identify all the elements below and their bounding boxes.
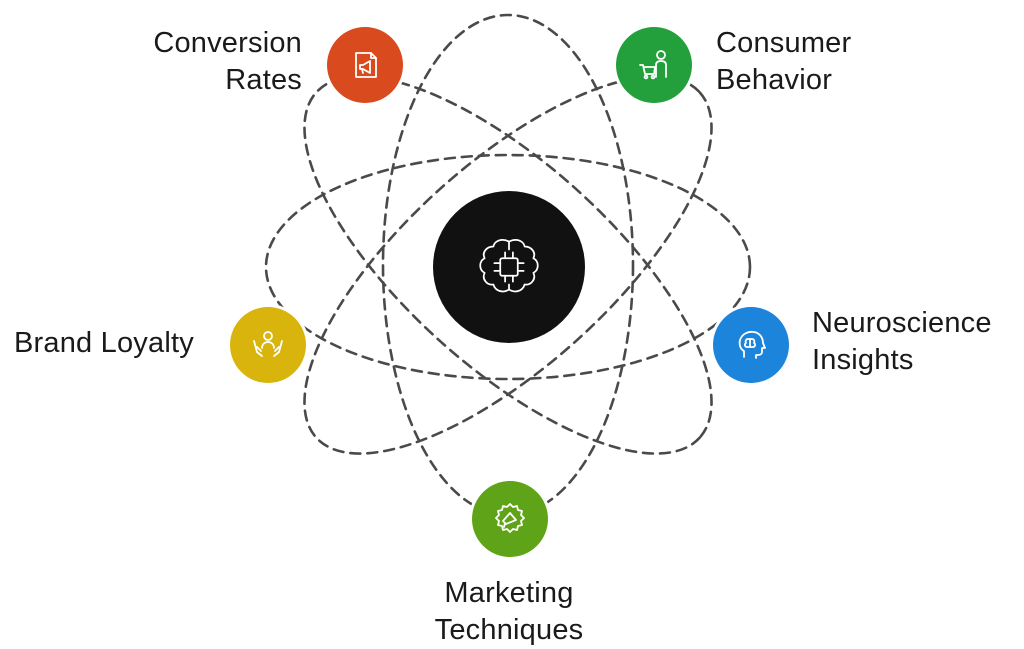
neuroscience-insights-node [713,307,789,383]
conversion-rates-label-line2: Rates [225,64,302,96]
brain-chip-icon [479,239,539,293]
marketing-techniques-label-line2: Techniques [434,614,584,646]
orbit-diagonal-b [303,75,713,455]
orbit-horizontal [264,153,752,381]
orbit-vertical [381,13,635,517]
consumer-behavior-label: Consumer Behavior [716,25,851,99]
neuroscience-insights-label-line2: Insights [812,344,914,376]
consumer-behavior-label-line2: Behavior [716,64,833,96]
head-brain-icon [738,330,766,359]
marketing-techniques-node [472,481,548,557]
brand-loyalty-node [230,307,306,383]
conversion-rates-label-line1: Conversion [153,27,302,59]
conversion-rates-label: Conversion Rates [140,25,302,99]
marketing-techniques-label: Marketing Techniques [409,575,609,649]
consumer-behavior-label-line1: Consumer [716,27,852,59]
neuroscience-insights-label: Neuroscience Insights [812,305,992,379]
neuroscience-insights-label-line1: Neuroscience [812,307,992,339]
hub-circle [433,191,585,343]
conversion-rates-node [327,27,403,103]
brand-loyalty-label-text: Brand Loyalty [14,327,194,359]
orbit-diagonal-a [303,75,713,455]
marketing-techniques-label-line1: Marketing [444,577,574,609]
hands-heart-person-icon [253,331,283,357]
shopper-cart-icon [639,50,667,80]
megaphone-document-icon [355,52,377,78]
consumer-behavior-node [616,27,692,103]
megaphone-badge-icon [495,503,525,533]
brand-loyalty-label: Brand Loyalty [14,325,194,362]
